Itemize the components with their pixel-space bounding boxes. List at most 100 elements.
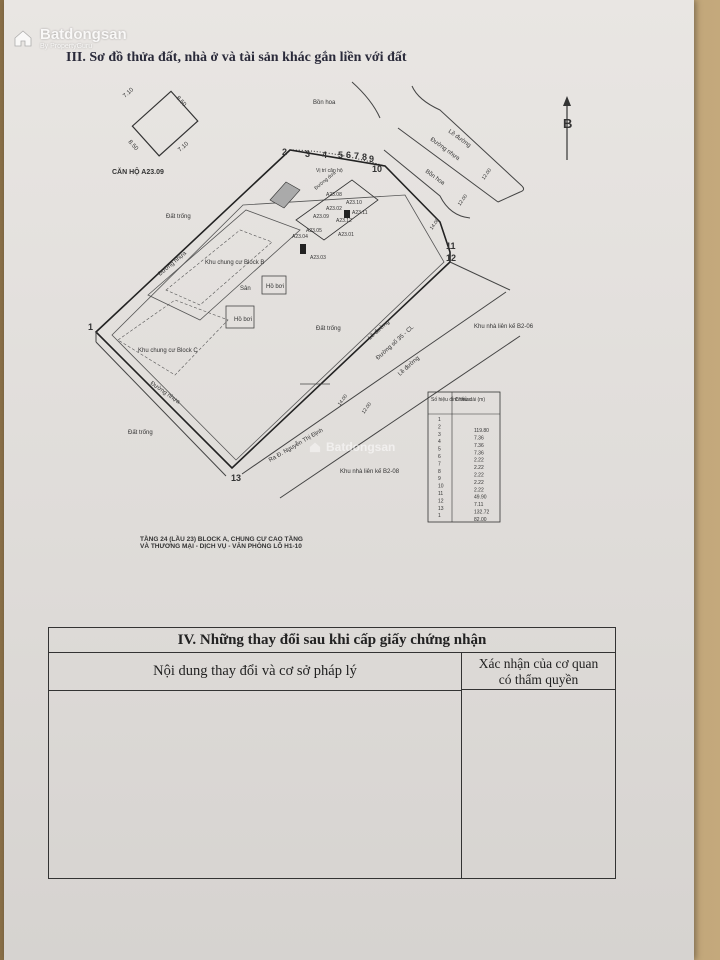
label-ho-boi-2: Hồ bơi xyxy=(234,317,252,323)
unit-a23-02: A23.02 xyxy=(326,206,342,212)
coordinate-table: Số hiệu đỉnh thửa Chiều dài (m) 12119.80… xyxy=(427,391,501,523)
house-watermark-icon xyxy=(309,442,321,453)
label-duong-nhua-top: Đường nhựa xyxy=(429,137,461,163)
parcel-boundary xyxy=(94,149,451,470)
road-line-c xyxy=(449,261,511,291)
marker-b xyxy=(344,210,350,218)
north-arrow-icon xyxy=(563,96,571,106)
table-point-cell: 12 xyxy=(438,498,444,504)
point-4: 4 xyxy=(322,150,327,160)
point-8: 8 xyxy=(362,152,367,162)
authority-confirm-cell xyxy=(462,691,615,878)
point-2: 2 xyxy=(282,147,287,157)
road-edge-1 xyxy=(411,85,523,187)
apartment-mini-plan xyxy=(131,90,199,157)
table-header-length: Chiều dài (m) xyxy=(455,397,485,403)
center-watermark: Batdongsan xyxy=(308,440,395,454)
column-authority-line1: Xác nhận của cơ quan xyxy=(478,656,599,671)
table-length-cell: 2.22 xyxy=(474,480,484,486)
table-length-cell: 132.72 xyxy=(474,510,490,516)
label-dat-trong-left: Đất trống xyxy=(166,214,191,220)
road-curve-top xyxy=(351,81,381,119)
table-point-cell: 1 xyxy=(438,417,441,423)
label-dat-trong-center: Đất trống xyxy=(316,326,341,332)
point-11: 11 xyxy=(446,241,456,251)
table-point-cell: 4 xyxy=(438,439,441,445)
point-10: 10 xyxy=(372,164,382,174)
map-caption-line2: VÀ THƯƠNG MẠI - DỊCH VỤ - VĂN PHÒNG LÔ H… xyxy=(140,541,302,550)
map-caption-line1: TẦNG 24 (LẦU 23) BLOCK A, CHUNG CƯ CAO T… xyxy=(140,533,303,543)
label-block-c: Khu chung cư Block C xyxy=(138,348,198,354)
apt-dim-4: 7.10 xyxy=(177,141,190,154)
unit-a23-12: A23.12 xyxy=(336,218,352,224)
coordinate-rows: 12119.8037.3647.3657.3662.2272.2282.2292… xyxy=(438,417,490,523)
column-authority-line2: có thẩm quyền xyxy=(498,672,579,687)
table-point-cell: 8 xyxy=(438,469,441,475)
stair-hatch xyxy=(269,181,301,209)
marker-a xyxy=(300,244,306,254)
apartment-label: CĂN HỘ A23.09 xyxy=(112,167,164,176)
table-point-cell: 11 xyxy=(438,491,443,497)
unit-a23-08: A23.08 xyxy=(326,192,342,198)
label-khu-nha-b2-08: Khu nhà liên kế B2-08 xyxy=(340,469,400,475)
label-le-duong-mid: Lề đường xyxy=(367,319,391,341)
road-line-d xyxy=(241,291,507,475)
apt-dim-3: 8.50 xyxy=(127,139,140,152)
unit-a23-10: A23.10 xyxy=(346,200,362,206)
table-length-cell: 49.90 xyxy=(474,495,487,501)
unit-a23-09: A23.09 xyxy=(313,214,329,220)
table-length-cell: 7.36 xyxy=(474,443,484,449)
unit-a23-04: A23.04 xyxy=(292,234,308,240)
section-4-title: IV. Những thay đổi sau khi cấp giấy chứn… xyxy=(49,628,615,653)
point-12: 12 xyxy=(446,253,456,263)
watermark-logo: Batdongsan By PropertyGuru xyxy=(12,26,127,50)
watermark-sub: By PropertyGuru xyxy=(40,43,93,50)
point-6: 6 xyxy=(346,150,351,160)
label-dat-trong-bottom-left: Đất trống xyxy=(128,430,153,436)
section-3-title: III. Sơ đồ thửa đất, nhà ở và tài sản kh… xyxy=(66,50,407,65)
table-length-cell: 2.22 xyxy=(474,473,484,479)
center-watermark-text: Batdongsan xyxy=(326,440,396,454)
dim-label-3: 14.00 xyxy=(429,217,441,231)
watermark-brand: Batdongsan xyxy=(40,26,127,43)
table-point-cell: 7 xyxy=(438,461,441,467)
block-c-building xyxy=(117,299,229,376)
table-header-point: Số hiệu đỉnh thửa xyxy=(431,396,471,403)
unit-a23-11: A23.11 xyxy=(352,210,368,216)
table-point-cell: 6 xyxy=(438,454,441,460)
label-san: Sân xyxy=(240,286,251,292)
table-point-cell: 9 xyxy=(438,476,441,482)
column-change-content: Nội dung thay đổi và cơ sở pháp lý xyxy=(49,653,462,691)
point-7: 7 xyxy=(354,151,359,161)
pool-1-outline xyxy=(261,275,287,295)
table-length-cell: 82.00 xyxy=(474,517,487,523)
block-b-outline xyxy=(147,209,301,321)
label-bon-hoa-right: Bồn hoa xyxy=(424,169,446,187)
label-le-duong-top: Lề đường xyxy=(447,129,472,149)
apt-dim-1: 7.10 xyxy=(122,87,135,100)
label-ho-boi-1: Hồ bơi xyxy=(266,284,284,290)
table-length-cell: 119.80 xyxy=(474,428,489,434)
column-authority-confirm: Xác nhận của cơ quan có thẩm quyền xyxy=(462,653,615,690)
table-length-cell: 7.36 xyxy=(474,450,484,456)
unit-a23-03: A23.03 xyxy=(310,255,326,261)
dim-label-4: 14.00 xyxy=(337,393,349,407)
road-edge-3 xyxy=(383,149,471,219)
table-length-cell: 7.11 xyxy=(474,502,484,508)
pool-2-outline xyxy=(225,305,255,329)
table-length-cell: 7.36 xyxy=(474,436,484,442)
table-point-cell: 1 xyxy=(438,513,441,519)
road-end xyxy=(497,185,525,203)
table-point-cell: 3 xyxy=(438,432,441,438)
unit-a23-05: A23.05 xyxy=(306,228,322,234)
point-5: 5 xyxy=(338,150,343,160)
table-length-cell: 2.22 xyxy=(474,465,484,471)
table-length-cell: 2.22 xyxy=(474,458,484,464)
table-point-cell: 2 xyxy=(438,424,441,430)
road-line-e xyxy=(279,335,521,499)
table-point-cell: 5 xyxy=(438,447,441,453)
label-block-b: Khu chung cư Block B xyxy=(205,260,264,266)
table-point-cell: 13 xyxy=(438,506,444,512)
label-khu-nha-b2-06: Khu nhà liên kế B2-06 xyxy=(474,324,534,330)
land-plot-diagram: 7.10 8.50 8.50 7.10 CĂN HỘ A23.09 Bồn ho… xyxy=(88,81,572,550)
